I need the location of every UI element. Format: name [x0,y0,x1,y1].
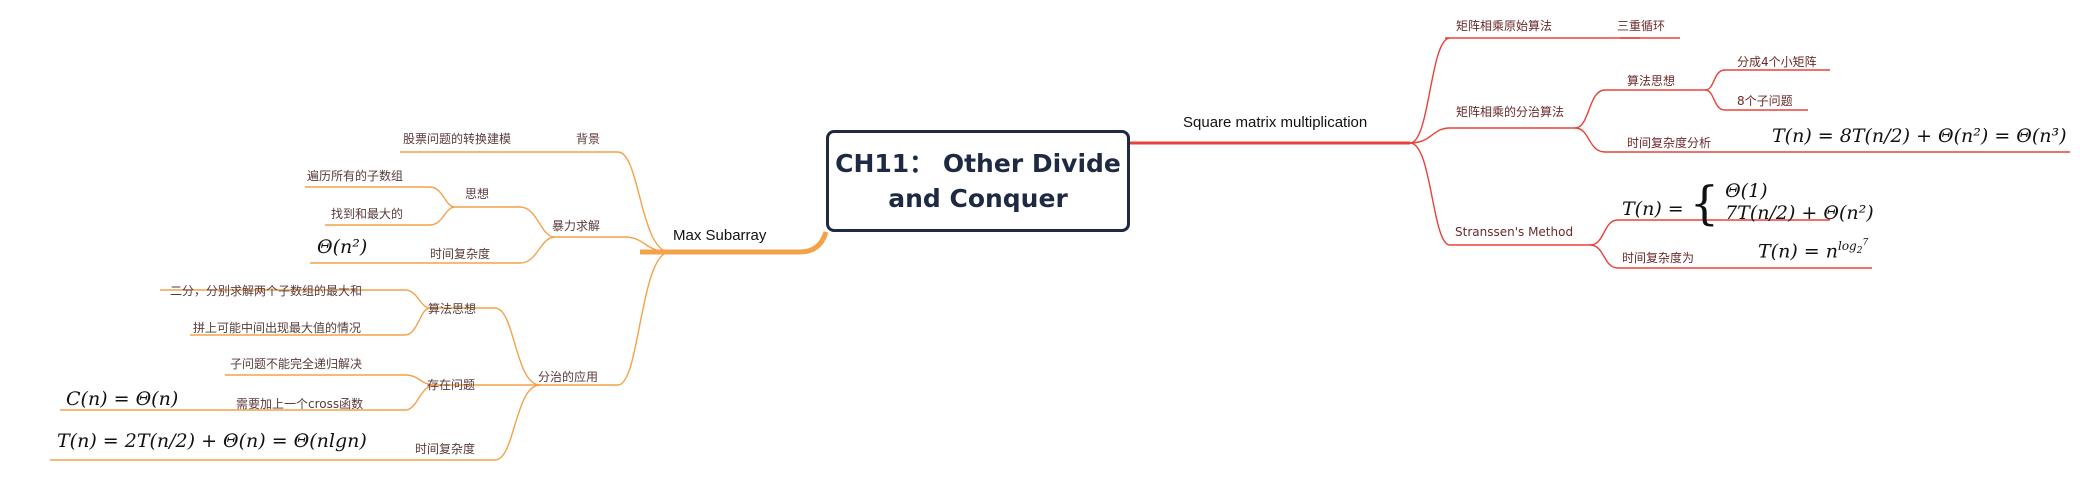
connector-brute-idea [455,206,556,238]
brute-idea-item[interactable]: 遍历所有的子数组 [307,169,404,183]
dc-complexity[interactable]: 时间复杂度分析 [1627,136,1712,150]
strassen-formula-base: T(n) = n [1758,240,1838,263]
divide-problem-item[interactable]: 需要加上一个cross函数 [236,397,364,411]
connector-dc-alg [1574,89,1705,129]
brute-force-topic[interactable]: 暴力求解 [552,219,601,233]
strassen-case-2: 7T(n/2) + Θ(n²) [1725,202,1874,224]
connector-brute-complexity [310,236,556,264]
dc-complexity-formula: T(n) = 8T(n/2) + Θ(n²) = Θ(n³) [1772,125,2067,147]
divide-algorithm[interactable]: 算法思想 [428,302,477,316]
strassen-complexity[interactable]: 时间复杂度为 [1622,251,1695,265]
naive-algorithm[interactable]: 矩阵相乘原始算法 [1456,19,1553,33]
divide-complexity-formula: T(n) = 2T(n/2) + Θ(n) = Θ(nlgn) [57,430,367,452]
connector-divide-alg [430,307,541,386]
dc-algorithm-item[interactable]: 8个子问题 [1737,94,1793,108]
strassen-formula-sub: 2 [1856,246,1863,257]
strassen-formula: T(n) = { Θ(1) 7T(n/2) + Θ(n²) [1622,180,1874,226]
background-topic[interactable]: 背景 [576,132,601,146]
connector-dc-alg-1 [1704,69,1830,91]
divide-algorithm-item[interactable]: 拼上可能中间出现最大值的情况 [193,321,362,335]
brace-icon: { [1689,176,1720,230]
connector-strassen [1409,142,1590,246]
connector-left-main [640,231,829,255]
strassen-case-1: Θ(1) [1725,180,1768,202]
strassen-complexity-formula: T(n) = nlog27 [1758,238,1868,262]
connector-strassen-complexity [1589,244,1872,269]
connector-dc [1409,127,1575,144]
divide-problem-formula: C(n) = Θ(n) [66,388,179,410]
strassen-formula-log: log [1837,239,1857,253]
dc-algorithm-item[interactable]: 分成4个小矩阵 [1737,55,1817,69]
connector-divide [540,251,671,386]
left-main-topic[interactable]: Max Subarray [673,227,767,244]
divide-algorithm-item[interactable]: 二分，分别求解两个子数组的最大和 [170,284,363,298]
strassen-formula-exp: log27 [1837,238,1869,257]
divide-topic[interactable]: 分治的应用 [538,370,599,384]
dc-algorithm-idea[interactable]: 算法思想 [1627,74,1676,88]
strassen-formula-sup: 7 [1862,238,1869,248]
divide-problem[interactable]: 存在问题 [427,378,476,392]
connector-dc-alg-2 [1704,89,1808,111]
connector-background [580,151,671,253]
connector-divide-alg-1 [160,289,431,309]
connector-divide-alg-2 [190,307,431,336]
naive-detail[interactable]: 三重循环 [1617,19,1666,33]
brute-complexity-formula: Θ(n²) [317,236,368,258]
divide-problem-item[interactable]: 子问题不能完全递归解决 [230,357,363,371]
connector-dc-complexity [1574,127,2070,153]
central-topic[interactable]: CH11： Other Divide and Conquer [826,130,1130,232]
strassen-formula-lhs: T(n) = [1622,198,1684,220]
dc-algorithm[interactable]: 矩阵相乘的分治算法 [1456,105,1565,119]
divide-complexity[interactable]: 时间复杂度 [415,442,476,456]
strassen-method[interactable]: Stranssen's Method [1455,225,1574,239]
connector-divide-complexity [50,384,541,461]
brute-complexity[interactable]: 时间复杂度 [430,247,491,261]
strassen-cases: Θ(1) 7T(n/2) + Θ(n²) [1725,180,1874,224]
brute-idea-item[interactable]: 找到和最大的 [331,207,404,221]
brute-idea[interactable]: 思想 [465,187,490,201]
connector-brute-idea-2 [325,206,456,226]
connector-naive [1409,37,1640,144]
connector-strassen-formula [1589,219,1830,246]
connector-divide-problem-2 [60,384,436,411]
central-topic-label: CH11： Other Divide and Conquer [835,149,1121,213]
right-main-topic[interactable]: Square matrix multiplication [1183,114,1368,131]
connector-brute [555,236,671,253]
connector-divide-problem-1 [225,374,436,386]
connector-brute-idea-1 [305,186,456,208]
background-detail[interactable]: 股票问题的转换建模 [403,132,512,146]
